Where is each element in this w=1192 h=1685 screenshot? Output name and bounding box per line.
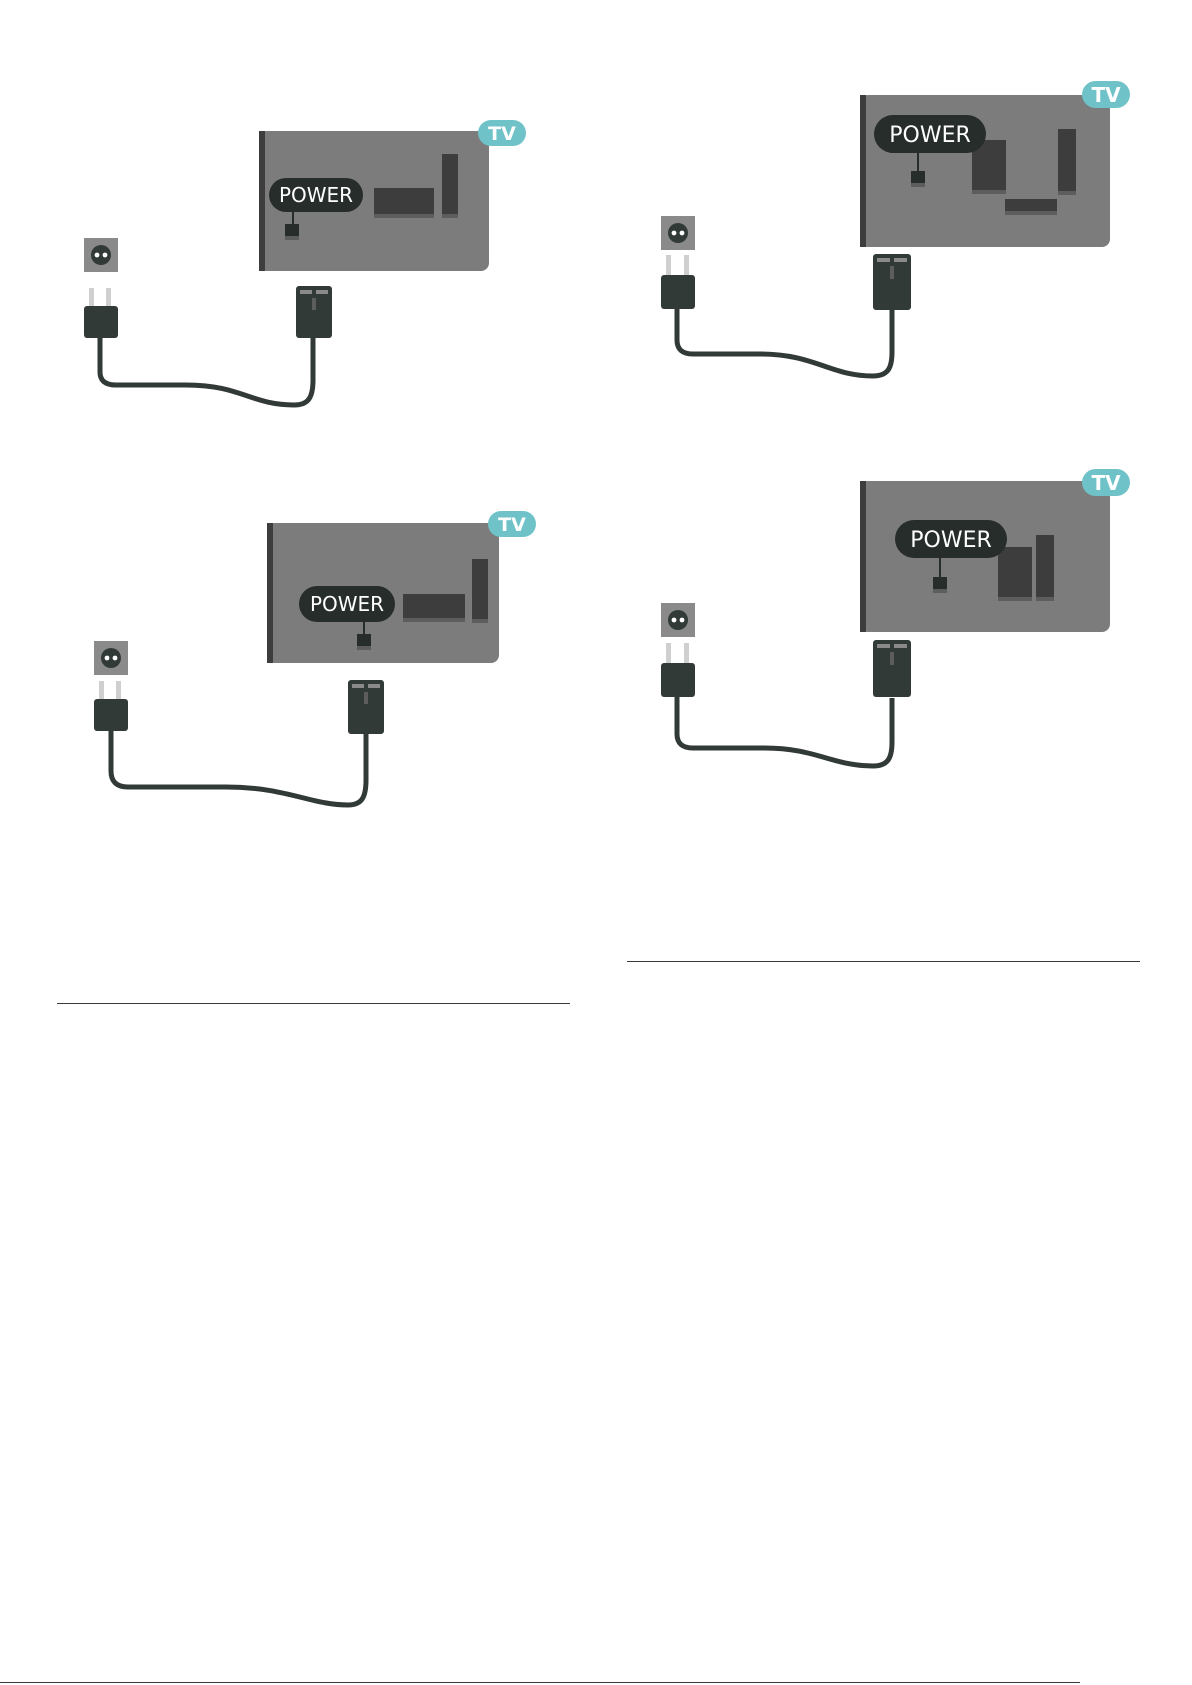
power-pill: POWER [299,586,395,622]
power-cable-illustration-3: POWER TV [86,504,546,814]
power-connector-icon [873,254,911,310]
power-pill: POWER [269,178,363,212]
tv-badge-text: TV [498,514,526,536]
power-label: POWER [279,183,353,207]
tv-panel-edge [259,131,265,271]
tv-power-socket-base [357,646,371,650]
power-cable [111,731,366,805]
tv-connector-tall [1058,129,1076,191]
wall-socket-icon [84,238,118,272]
tv-power-socket [933,577,947,589]
tv-power-connection-diagram: POWER TV [655,74,1115,384]
tv-panel-edge [860,481,866,632]
tv-badge-text: TV [488,123,516,145]
tv-power-socket [357,634,371,646]
tv-panel-edge [860,95,866,247]
power-cable-illustration-1: POWER TV [76,110,536,420]
power-pill: POWER [874,115,986,153]
wall-socket-icon [661,216,695,250]
tv-power-socket-base [933,589,947,593]
tv-connector-bar [998,597,1032,601]
wall-socket-icon [661,603,695,637]
tv-badge-icon: TV [1082,81,1130,108]
tv-connector-wide-bar [1005,211,1057,215]
power-connector-icon [873,640,911,697]
power-label: POWER [889,123,971,148]
tv-connector-tall [1036,535,1054,597]
tv-connector-tall [442,154,458,214]
power-plug-icon [84,288,118,338]
tv-power-socket-base [285,236,299,240]
power-connector-icon [296,286,332,338]
tv-power-connection-diagram: POWER TV [76,110,536,420]
tv-power-connection-diagram: POWER TV [655,462,1115,772]
tv-connector-tall-bar [472,619,488,623]
tv-connector-wide [1005,199,1057,211]
tv-connector-tall-bar [1058,191,1076,195]
tv-badge-text: TV [1091,83,1121,107]
power-label: POWER [310,592,384,616]
tv-connector-tall-bar [1036,597,1054,601]
page-bottom-rule [0,1682,1080,1683]
tv-badge-icon: TV [478,120,526,146]
tv-connector-bar [403,618,465,622]
section-divider-right [627,961,1140,962]
tv-power-socket [911,171,925,183]
power-plug-icon [661,643,695,697]
power-connector-icon [348,680,384,734]
power-label: POWER [910,528,992,553]
tv-connector-block [403,594,465,618]
tv-connector-bar [374,214,434,218]
power-plug-icon [94,681,128,731]
tv-power-connection-diagram: POWER TV [86,504,546,814]
wall-socket-icon [94,641,128,675]
power-cable-illustration-4: POWER TV [655,462,1115,772]
power-cable [100,338,313,405]
power-pill: POWER [895,520,1007,558]
power-cable [677,697,892,766]
tv-badge-text: TV [1091,471,1121,495]
tv-connector-bar [972,190,1006,194]
tv-connector-block [998,547,1032,597]
power-cable-illustration-2: POWER TV [655,74,1115,384]
power-cable [677,309,892,376]
power-plug-icon [661,255,695,309]
tv-connector-tall [472,559,488,619]
tv-power-socket [285,224,299,236]
tv-power-socket-base [911,183,925,187]
tv-connector-block [374,188,434,214]
section-divider-left [57,1003,570,1004]
tv-badge-icon: TV [488,511,536,537]
tv-badge-icon: TV [1082,469,1130,496]
tv-connector-tall-bar [442,214,458,218]
tv-panel-edge [267,523,273,663]
